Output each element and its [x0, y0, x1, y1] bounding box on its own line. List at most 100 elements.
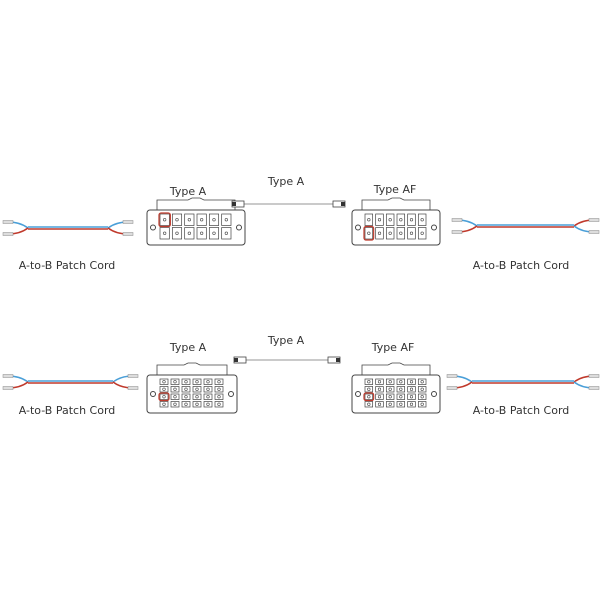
lc-port — [396, 401, 406, 408]
port-ferrule — [367, 402, 371, 406]
lc-connector — [2, 220, 14, 224]
port-ferrule — [206, 380, 210, 384]
port-ferrule — [420, 380, 424, 384]
port-ferrule — [163, 231, 167, 235]
lc-port — [385, 227, 395, 240]
left-cassette-label: Type A — [169, 341, 207, 354]
trunk-label: Type A — [267, 175, 305, 188]
lc-connector — [446, 386, 458, 390]
lc-port — [417, 393, 427, 400]
lc-port — [375, 393, 384, 400]
lc-port — [170, 386, 180, 393]
lc-port — [203, 393, 213, 400]
lc-port — [192, 378, 202, 385]
port-ferrule — [399, 231, 403, 235]
port-ferrule — [206, 387, 210, 391]
mpo-bracket — [361, 197, 431, 210]
patch-cord-left — [2, 220, 134, 236]
mpo-key — [341, 202, 345, 206]
port-ferrule — [173, 395, 177, 399]
lc-port — [407, 393, 416, 400]
mount-hole — [236, 224, 242, 231]
lc-port — [159, 401, 169, 408]
port-ferrule — [409, 218, 414, 222]
port-ferrule — [224, 231, 228, 235]
highlighted-port — [158, 392, 170, 402]
mpo-key — [336, 358, 340, 362]
lc-port — [192, 401, 202, 408]
port-ferrule — [409, 395, 414, 399]
port-ferrule — [388, 402, 392, 406]
port-ferrule — [195, 380, 199, 384]
port-ferrule — [195, 395, 199, 399]
lc-port — [417, 401, 427, 408]
lc-connector — [122, 232, 134, 236]
lc-port — [170, 393, 180, 400]
lc-port — [417, 378, 427, 385]
port-ferrule — [367, 395, 371, 399]
port-ferrule — [217, 387, 221, 391]
port-ferrule — [184, 380, 188, 384]
lc-port — [196, 227, 207, 240]
port-ferrule — [399, 387, 403, 391]
lc-port — [385, 378, 395, 385]
lc-port — [375, 386, 384, 393]
lc-port — [364, 401, 374, 408]
right-cord-label: A-to-B Patch Cord — [473, 404, 570, 417]
lc-connector — [2, 386, 14, 390]
port-ferrule — [409, 402, 414, 406]
lc-port — [181, 393, 191, 400]
port-ferrule — [377, 387, 382, 391]
port-ferrule — [162, 395, 166, 399]
lc-port — [184, 227, 195, 240]
lc-port — [192, 393, 202, 400]
port-ferrule — [184, 402, 188, 406]
port-ferrule — [195, 387, 199, 391]
port-ferrule — [184, 387, 188, 391]
port-ferrule — [173, 387, 177, 391]
lc-port — [364, 227, 374, 240]
port-ferrule — [200, 231, 204, 235]
highlighted-port — [363, 392, 375, 402]
highlighted-port — [158, 212, 171, 228]
lc-connector — [588, 374, 600, 378]
lc-port — [385, 401, 395, 408]
mount-hole — [355, 224, 361, 231]
port-ferrule — [420, 402, 424, 406]
port-ferrule — [367, 231, 371, 235]
lc-connector — [127, 374, 139, 378]
port-ferrule — [163, 218, 167, 222]
lc-port — [364, 213, 374, 226]
port-ferrule — [399, 395, 403, 399]
lc-port — [184, 213, 195, 226]
lc-port — [214, 401, 224, 408]
lc-port — [214, 393, 224, 400]
port-ferrule — [162, 402, 166, 406]
right-cassette-label: Type AF — [373, 183, 417, 196]
lc-port — [181, 386, 191, 393]
port-ferrule — [187, 231, 191, 235]
lc-port — [181, 401, 191, 408]
cassette-body — [146, 209, 246, 246]
left-cord-label: A-to-B Patch Cord — [19, 404, 116, 417]
mpo-key — [232, 202, 236, 206]
lc-port — [159, 378, 169, 385]
mpo-key — [234, 358, 238, 362]
port-ferrule — [420, 387, 424, 391]
mount-hole — [228, 391, 234, 397]
lc-port — [203, 378, 213, 385]
lc-connector — [588, 386, 600, 390]
port-ferrule — [224, 218, 228, 222]
lc-port — [407, 386, 416, 393]
port-ferrule — [200, 218, 204, 222]
lc-port — [208, 213, 220, 226]
lc-port — [417, 213, 427, 226]
lc-port — [364, 378, 374, 385]
port-ferrule — [409, 387, 414, 391]
port-ferrule — [187, 218, 191, 222]
lc-port — [171, 227, 183, 240]
trunk-label: Type A — [267, 334, 305, 347]
cassette-type-af — [351, 362, 441, 414]
mpo-bracket — [361, 362, 431, 375]
